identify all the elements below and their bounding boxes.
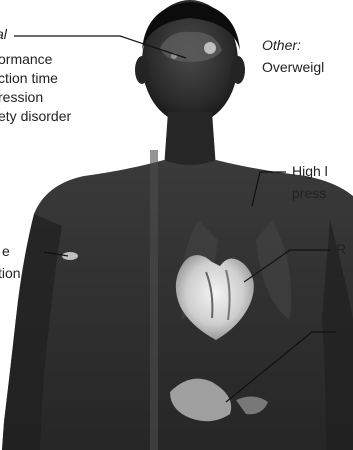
label-neurologic-line-2: ction time xyxy=(0,69,58,88)
label-lower-right-line-2: c xyxy=(340,345,347,364)
label-left-mid-line-1: e xyxy=(2,242,10,261)
label-left-mid-line-2: tion xyxy=(0,264,21,283)
label-neurologic-line-3: ression xyxy=(0,88,43,107)
label-lower-right-line-1: I xyxy=(342,322,346,341)
right-ear xyxy=(231,56,245,84)
label-other-heading: Other: xyxy=(262,36,301,55)
neck xyxy=(164,112,216,168)
label-blood-pressure-line-2: press xyxy=(292,184,326,203)
label-other-line: Overweigl xyxy=(262,58,324,77)
left-ear xyxy=(135,56,149,84)
spine xyxy=(150,150,158,450)
label-heart-line-2: h xyxy=(336,263,344,282)
label-heart-line-1: R xyxy=(336,240,346,259)
label-neurologic-line-1: ormance xyxy=(0,50,52,69)
label-neurologic-line-4: ety disorder xyxy=(0,107,71,126)
label-blood-pressure-line-1: High l xyxy=(292,162,328,181)
label-neurologic-heading: al xyxy=(0,25,7,44)
